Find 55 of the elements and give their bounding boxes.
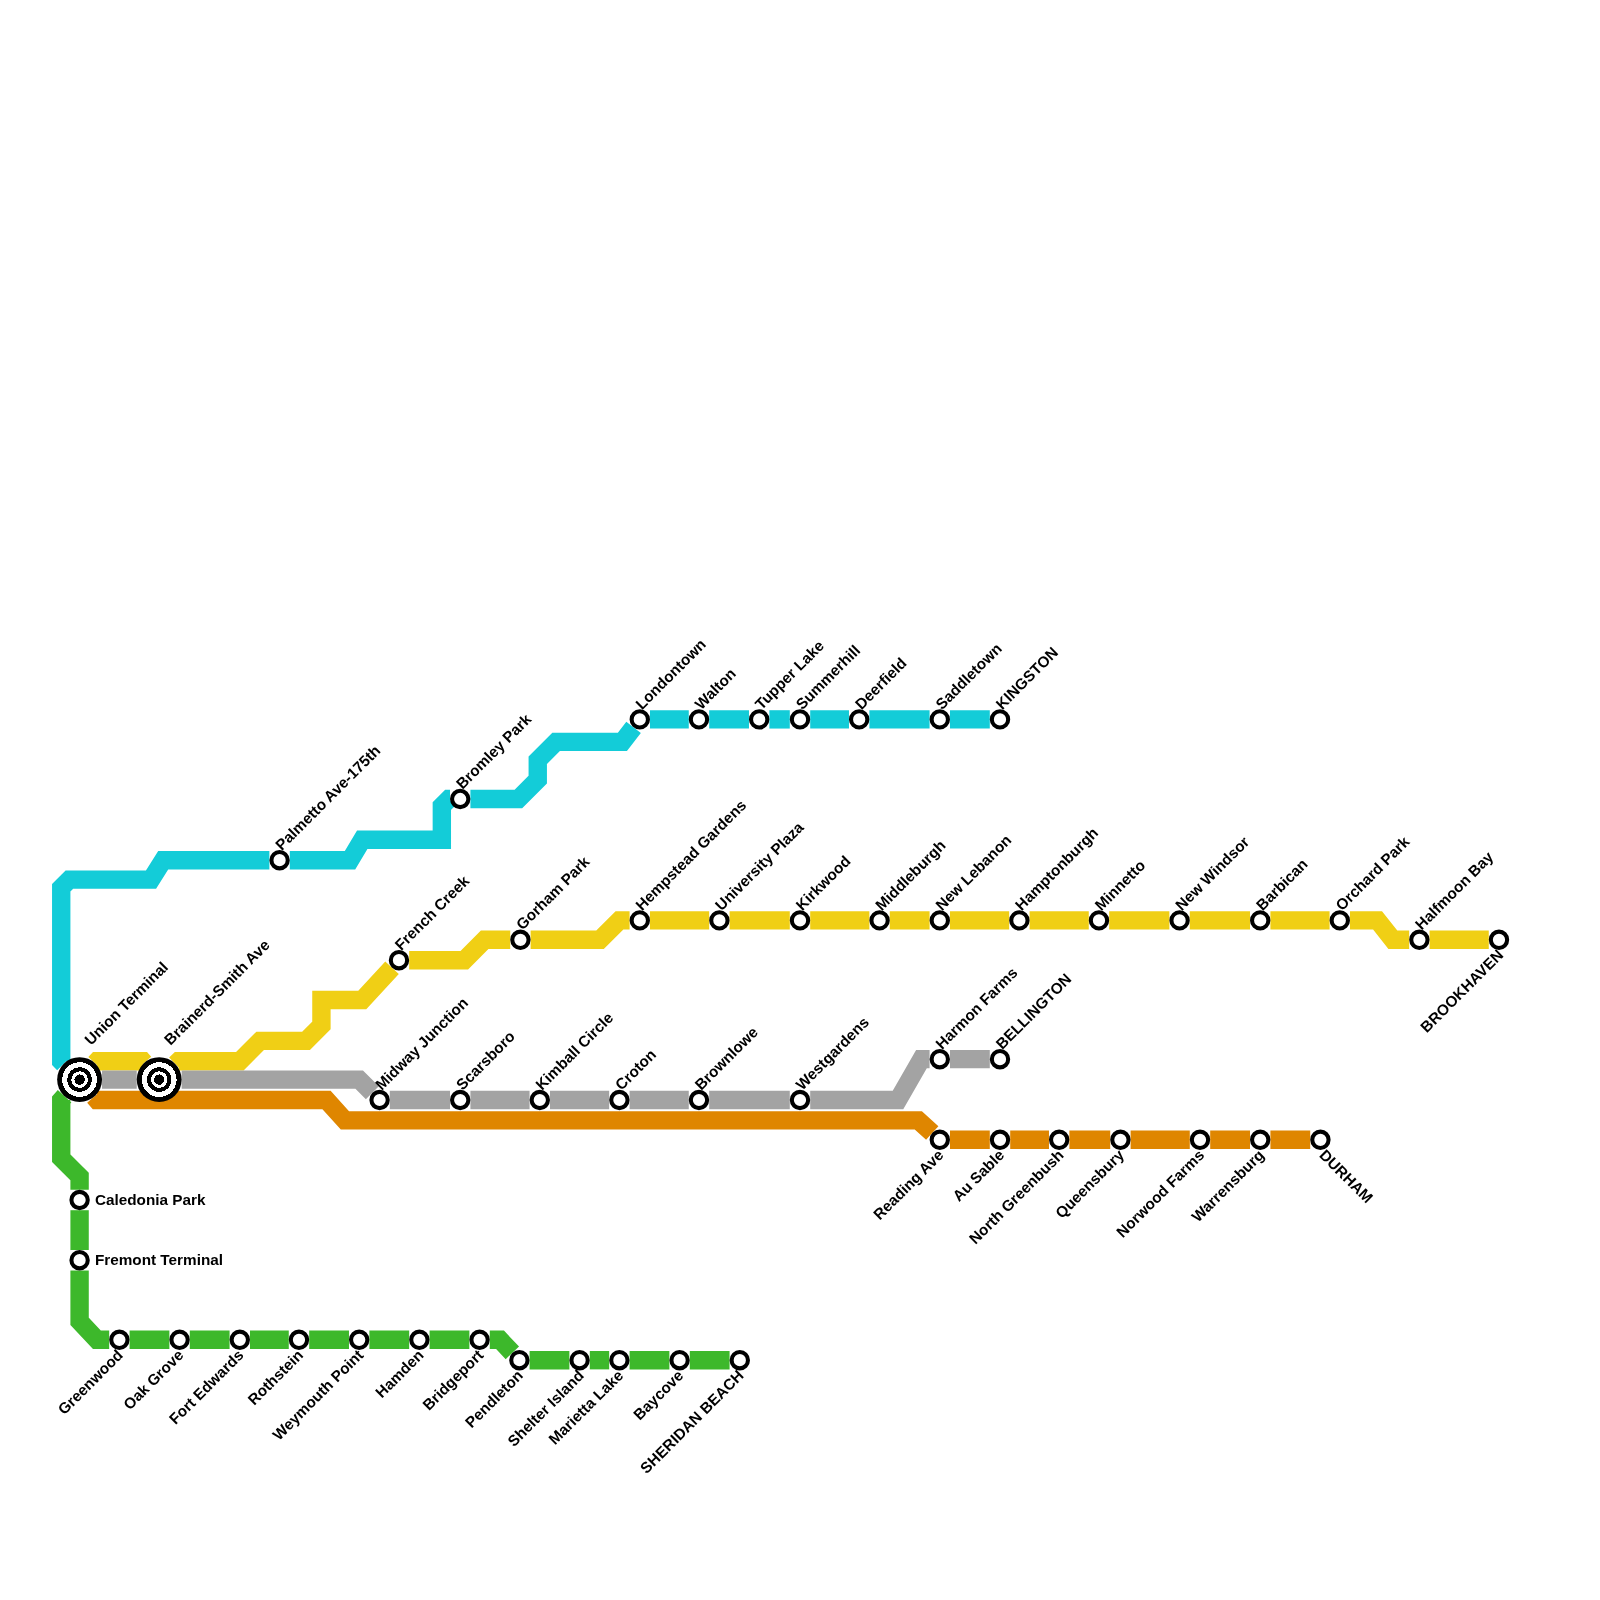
transit-line — [950, 911, 1010, 930]
station-name: Fremont Terminal — [94, 1251, 224, 1270]
transit-line — [810, 710, 849, 729]
transit-line — [530, 911, 630, 949]
transit-line — [1210, 1130, 1250, 1149]
transit-line — [529, 1351, 570, 1370]
transit-line — [429, 1330, 470, 1349]
transit-line — [87, 1088, 939, 1140]
transit-line — [950, 1130, 990, 1149]
station-name: Caledonia Park — [94, 1190, 206, 1210]
transit-line — [102, 1070, 137, 1089]
transit-line — [189, 1330, 230, 1349]
transit-line — [1130, 1130, 1190, 1149]
transit-line — [169, 961, 399, 1071]
transit-line — [589, 1351, 610, 1370]
transit-line — [889, 911, 930, 930]
transit-line — [689, 1351, 730, 1370]
transit-line — [769, 710, 790, 729]
transit-line — [629, 1090, 689, 1110]
transit-line — [1069, 1130, 1111, 1149]
transit-line — [629, 1351, 670, 1370]
transit-line — [87, 1052, 153, 1071]
transit-line — [810, 1050, 931, 1110]
transit-line — [1109, 911, 1170, 930]
transit-line — [1010, 1130, 1049, 1149]
transit-line — [1270, 1130, 1311, 1149]
transit-line — [950, 1050, 990, 1069]
transit-line — [369, 1330, 410, 1349]
transit-line — [181, 1070, 379, 1100]
transit-line — [70, 1210, 89, 1250]
transit-line — [709, 710, 749, 729]
transit-line — [709, 1090, 790, 1110]
transit-line — [52, 1090, 89, 1190]
transit-line — [1029, 911, 1089, 930]
transit-line — [1429, 930, 1489, 949]
transit-line — [70, 1270, 110, 1349]
transit-line — [650, 911, 710, 930]
transit-line — [470, 1090, 530, 1110]
transit-line — [1270, 911, 1330, 930]
transit-line — [950, 710, 990, 729]
transit-line — [1189, 911, 1250, 930]
transit-line — [869, 710, 930, 729]
transit-line — [129, 1330, 170, 1349]
transit-line — [309, 1330, 349, 1349]
transit-line — [810, 911, 870, 930]
transit-line — [650, 710, 689, 729]
transit-line — [52, 851, 270, 1071]
transit-line — [550, 1090, 610, 1110]
transit-line — [489, 1330, 520, 1360]
transit-line — [729, 911, 790, 930]
transit-line — [389, 1090, 450, 1110]
transit-line — [1350, 911, 1410, 949]
transit-line — [250, 1330, 289, 1349]
transit-line — [409, 930, 511, 970]
transit-line — [470, 721, 641, 809]
